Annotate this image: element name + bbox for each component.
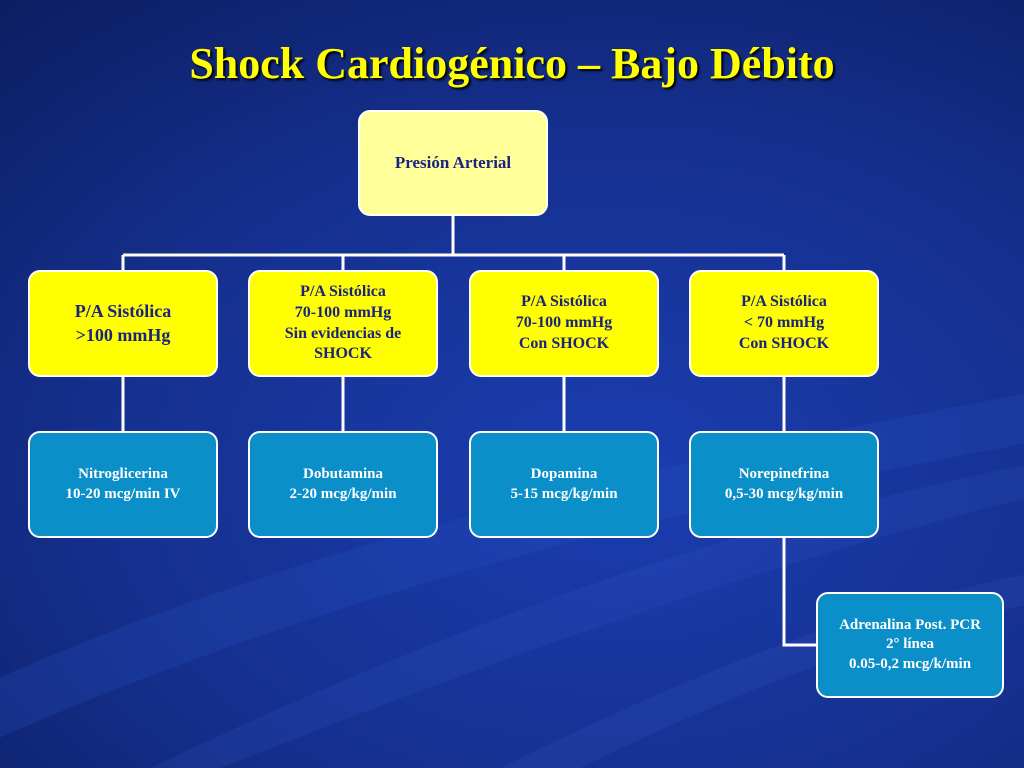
node-pa-menor-70-con-shock: P/A Sistólica < 70 mmHg Con SHOCK [689, 270, 879, 377]
node-line: Sin evidencias de [284, 324, 402, 342]
node-line: < 70 mmHg [743, 314, 825, 332]
node-line: >100 mmHg [75, 324, 171, 345]
node-line: 70-100 mmHg [515, 314, 613, 332]
node-line: 5-15 mcg/kg/min [510, 485, 618, 502]
node-pa-mayor-100: P/A Sistólica >100 mmHg [28, 270, 218, 377]
node-nitroglicerina: Nitroglicerina 10-20 mcg/min IV [28, 431, 218, 538]
node-line: 0.05-0,2 mcg/k/min [848, 655, 972, 672]
node-line: 0,5-30 mcg/kg/min [724, 485, 844, 502]
node-line: Con SHOCK [738, 334, 830, 352]
node-pa-70-100-con-shock: P/A Sistólica 70-100 mmHg Con SHOCK [469, 270, 659, 377]
node-presion-arterial: Presión Arterial [358, 110, 548, 216]
slide-title: Shock Cardiogénico – Bajo Débito [189, 39, 835, 88]
node-pa-70-100-sin-shock: P/A Sistólica 70-100 mmHg Sin evidencias… [248, 270, 438, 377]
node-adrenalina: Adrenalina Post. PCR 2° línea 0.05-0,2 m… [816, 592, 1004, 698]
node-line: Norepinefrina [738, 466, 830, 482]
node-line: Adrenalina Post. PCR [839, 616, 981, 633]
node-line: 70-100 mmHg [294, 303, 392, 321]
node-line: P/A Sistólica [300, 282, 386, 300]
node-norepinefrina: Norepinefrina 0,5-30 mcg/kg/min [689, 431, 879, 538]
node-line: 2-20 mcg/kg/min [289, 485, 397, 502]
node-label: Presión Arterial [394, 152, 512, 172]
node-dopamina: Dopamina 5-15 mcg/kg/min [469, 431, 659, 538]
node-line: P/A Sistólica [741, 293, 827, 311]
connector-extra [782, 538, 816, 647]
node-dobutamina: Dobutamina 2-20 mcg/kg/min [248, 431, 438, 538]
node-line: P/A Sistólica [521, 293, 607, 311]
node-line: 2° línea [885, 636, 935, 653]
node-line: Nitroglicerina [78, 466, 168, 482]
node-line: Dopamina [530, 466, 598, 482]
node-line: P/A Sistólica [74, 301, 172, 322]
node-line: Con SHOCK [518, 334, 610, 352]
node-line: Dobutamina [302, 466, 384, 482]
node-line: 10-20 mcg/min IV [65, 485, 181, 502]
node-line: SHOCK [314, 345, 372, 363]
